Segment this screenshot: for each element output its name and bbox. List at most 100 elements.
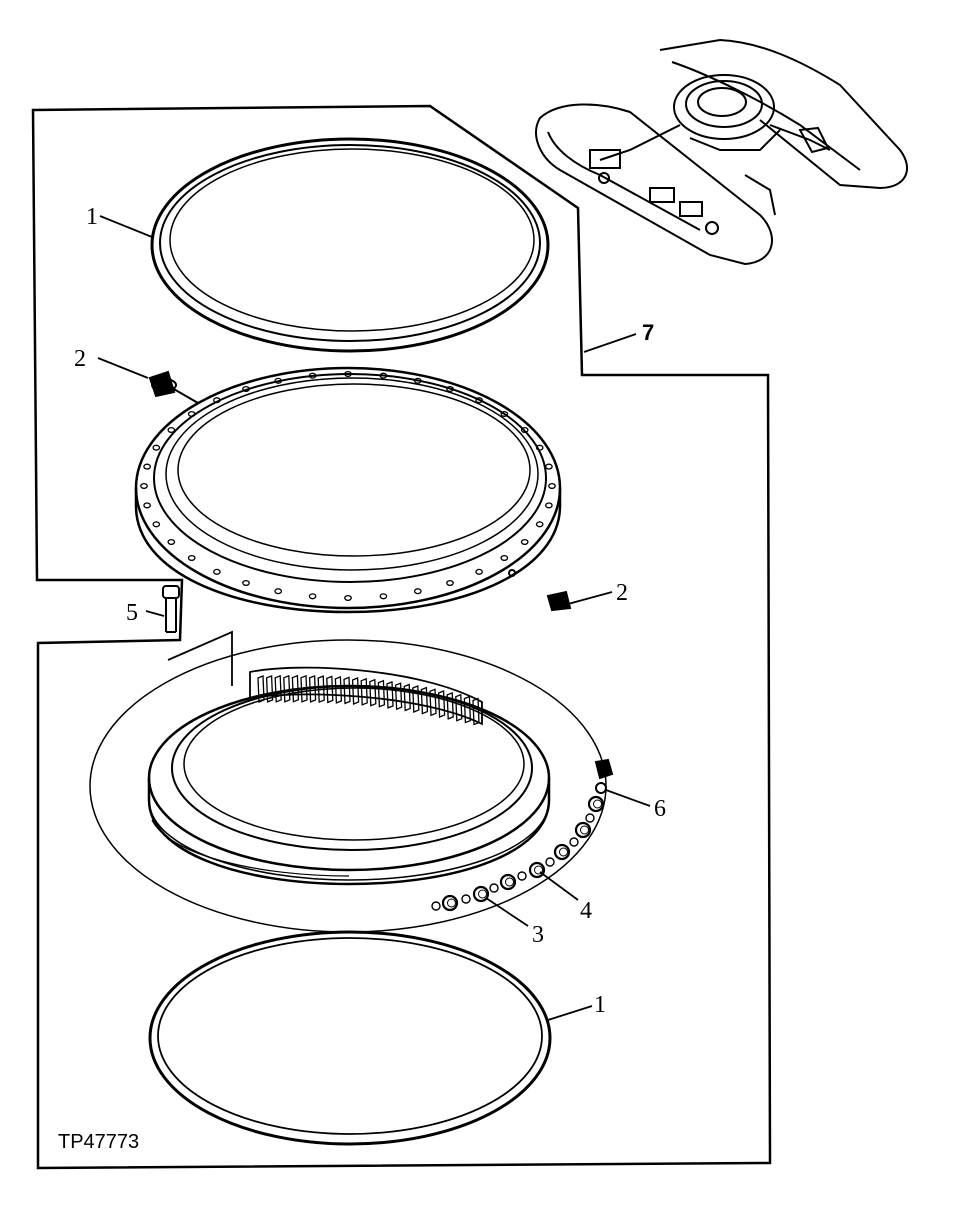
bolt-hole xyxy=(152,444,161,451)
gear-tooth xyxy=(300,674,308,703)
bolt-hole xyxy=(213,568,221,575)
bolt-hole xyxy=(167,426,176,434)
gear-tooth xyxy=(394,682,403,711)
bearing-ball-inner xyxy=(478,889,487,899)
bolt-hole xyxy=(152,521,161,528)
gear-tooth xyxy=(360,677,368,706)
bolt-hole xyxy=(167,538,176,546)
callout-ball-spacer: 3 xyxy=(532,922,544,948)
gear-tooth xyxy=(274,674,282,703)
leader-assembly xyxy=(583,333,637,353)
ball-spacer xyxy=(585,813,595,823)
bolt-hole xyxy=(379,372,388,379)
bolt-hole xyxy=(308,372,317,379)
gear-tooth xyxy=(308,674,317,703)
race-bolt-holes xyxy=(140,370,556,602)
bolt-hole xyxy=(535,521,544,528)
gear-tooth-set xyxy=(257,674,480,726)
assembly-boundary xyxy=(31,104,772,1170)
bolt-hole xyxy=(413,377,422,384)
grease-fitting-left xyxy=(148,370,199,404)
bolt-hole xyxy=(545,463,553,470)
bolt-hole xyxy=(446,385,454,393)
bolt-hole xyxy=(140,482,148,490)
ball-and-spacer-chain xyxy=(431,795,605,912)
ball-spacer xyxy=(545,857,555,867)
leader-plug xyxy=(605,789,651,807)
cap-screw xyxy=(162,585,180,633)
bolt-hole xyxy=(475,397,483,404)
bolt-hole xyxy=(446,579,454,587)
figure-id: TP47773 xyxy=(58,1131,139,1153)
callout-fitting-right: 2 xyxy=(616,580,628,606)
gear-tooth xyxy=(472,697,480,726)
bolt-hole xyxy=(242,385,250,393)
leader-seal-bottom xyxy=(547,1005,593,1021)
bearing-ball xyxy=(574,821,592,839)
bolt-hole xyxy=(500,410,509,418)
bolt-hole xyxy=(143,502,151,509)
bolt-hole xyxy=(379,593,388,600)
bearing-ball-inner xyxy=(593,799,602,809)
bearing-ball xyxy=(472,885,490,903)
bearing-ball xyxy=(441,894,459,912)
bolt-hole xyxy=(548,482,556,490)
gear-tooth xyxy=(403,683,411,712)
bearing-ball xyxy=(499,873,517,891)
bearing-ball xyxy=(553,843,571,861)
bolt-hole xyxy=(187,554,196,562)
ball-spacer xyxy=(461,894,471,904)
bolt-hole xyxy=(213,397,221,404)
seal-ring-bottom xyxy=(148,930,552,1146)
gear-tooth xyxy=(343,676,351,705)
leader-ball-spacer xyxy=(485,897,529,927)
ball-spacer xyxy=(431,901,441,911)
callout-seal-top: 1 xyxy=(86,204,98,230)
gear-tooth xyxy=(326,675,334,704)
ball-spacer xyxy=(569,837,579,847)
leader-fitting-left xyxy=(97,357,149,379)
leader-fitting-right xyxy=(567,591,613,605)
callout-plug: 6 xyxy=(654,796,666,822)
gear-tooth xyxy=(386,680,394,709)
gear-tooth xyxy=(455,693,463,722)
gear-teeth xyxy=(249,666,483,726)
bolt-hole xyxy=(274,377,283,384)
bolt-hole xyxy=(413,588,422,595)
bolt-hole xyxy=(308,593,317,600)
bolt-hole xyxy=(344,594,352,602)
bolt-hole xyxy=(187,410,196,418)
callout-cap-screw: 5 xyxy=(126,600,138,626)
gear-tooth xyxy=(377,679,386,708)
bolt-hole xyxy=(143,463,151,470)
leader-seal-top xyxy=(99,215,153,238)
callout-ball: 4 xyxy=(580,898,592,924)
excavator-undercarriage-illustration xyxy=(535,38,909,266)
bearing-ball xyxy=(587,795,605,813)
gear-tooth xyxy=(283,674,291,703)
alignment-line xyxy=(167,630,233,686)
bolt-hole xyxy=(535,444,544,451)
gear-tooth xyxy=(463,695,472,724)
bearing-ball-inner xyxy=(447,898,456,908)
inner-race-ring xyxy=(147,684,551,886)
bearing-ball-inner xyxy=(580,825,589,835)
bolt-hole xyxy=(520,538,529,546)
gear-tooth xyxy=(351,677,360,705)
gear-tooth xyxy=(420,686,429,715)
bolt-hole xyxy=(545,502,553,509)
plug xyxy=(594,758,614,794)
bolt-hole xyxy=(344,370,352,378)
gear-tooth xyxy=(412,685,420,713)
bearing-ball-inner xyxy=(559,847,568,857)
bearing-ball xyxy=(528,861,546,879)
callout-fitting-left: 2 xyxy=(74,346,86,372)
bolt-hole xyxy=(475,568,483,575)
gear-tooth xyxy=(446,691,454,720)
ball-spacer xyxy=(489,883,499,893)
bolt-hole xyxy=(242,579,250,587)
bolt-hole xyxy=(274,588,283,595)
grease-fitting-right xyxy=(508,569,572,612)
bolt-hole xyxy=(520,426,529,434)
